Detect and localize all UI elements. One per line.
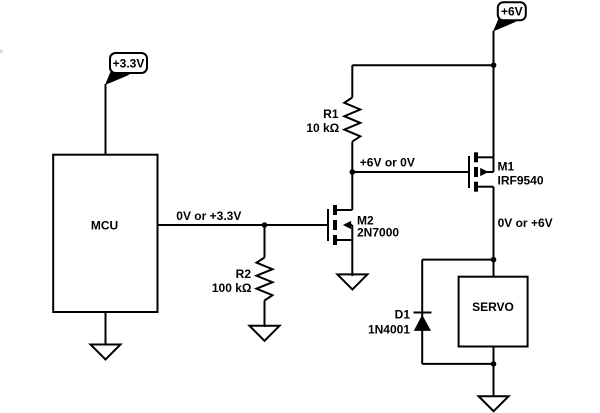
svg-text:0V or +6V: 0V or +6V	[498, 216, 553, 230]
svg-text:2N7000: 2N7000	[357, 226, 399, 240]
svg-text:R1: R1	[323, 107, 339, 121]
svg-text:+3.3V: +3.3V	[113, 57, 145, 71]
svg-text:+6V or 0V: +6V or 0V	[360, 156, 415, 170]
svg-text:MCU: MCU	[91, 219, 118, 233]
svg-text:M1: M1	[498, 160, 515, 174]
svg-text:100 kΩ: 100 kΩ	[212, 281, 252, 295]
svg-text:10 kΩ: 10 kΩ	[306, 121, 339, 135]
svg-text:R2: R2	[236, 267, 252, 281]
svg-text:M2: M2	[357, 214, 374, 228]
svg-text:D1: D1	[395, 308, 411, 322]
svg-text:0V or +3.3V: 0V or +3.3V	[176, 209, 241, 223]
svg-text:+6V: +6V	[501, 5, 523, 19]
svg-text:1N4001: 1N4001	[368, 322, 410, 336]
svg-text:IRF9540: IRF9540	[498, 174, 544, 188]
svg-text:SERVO: SERVO	[472, 300, 514, 314]
